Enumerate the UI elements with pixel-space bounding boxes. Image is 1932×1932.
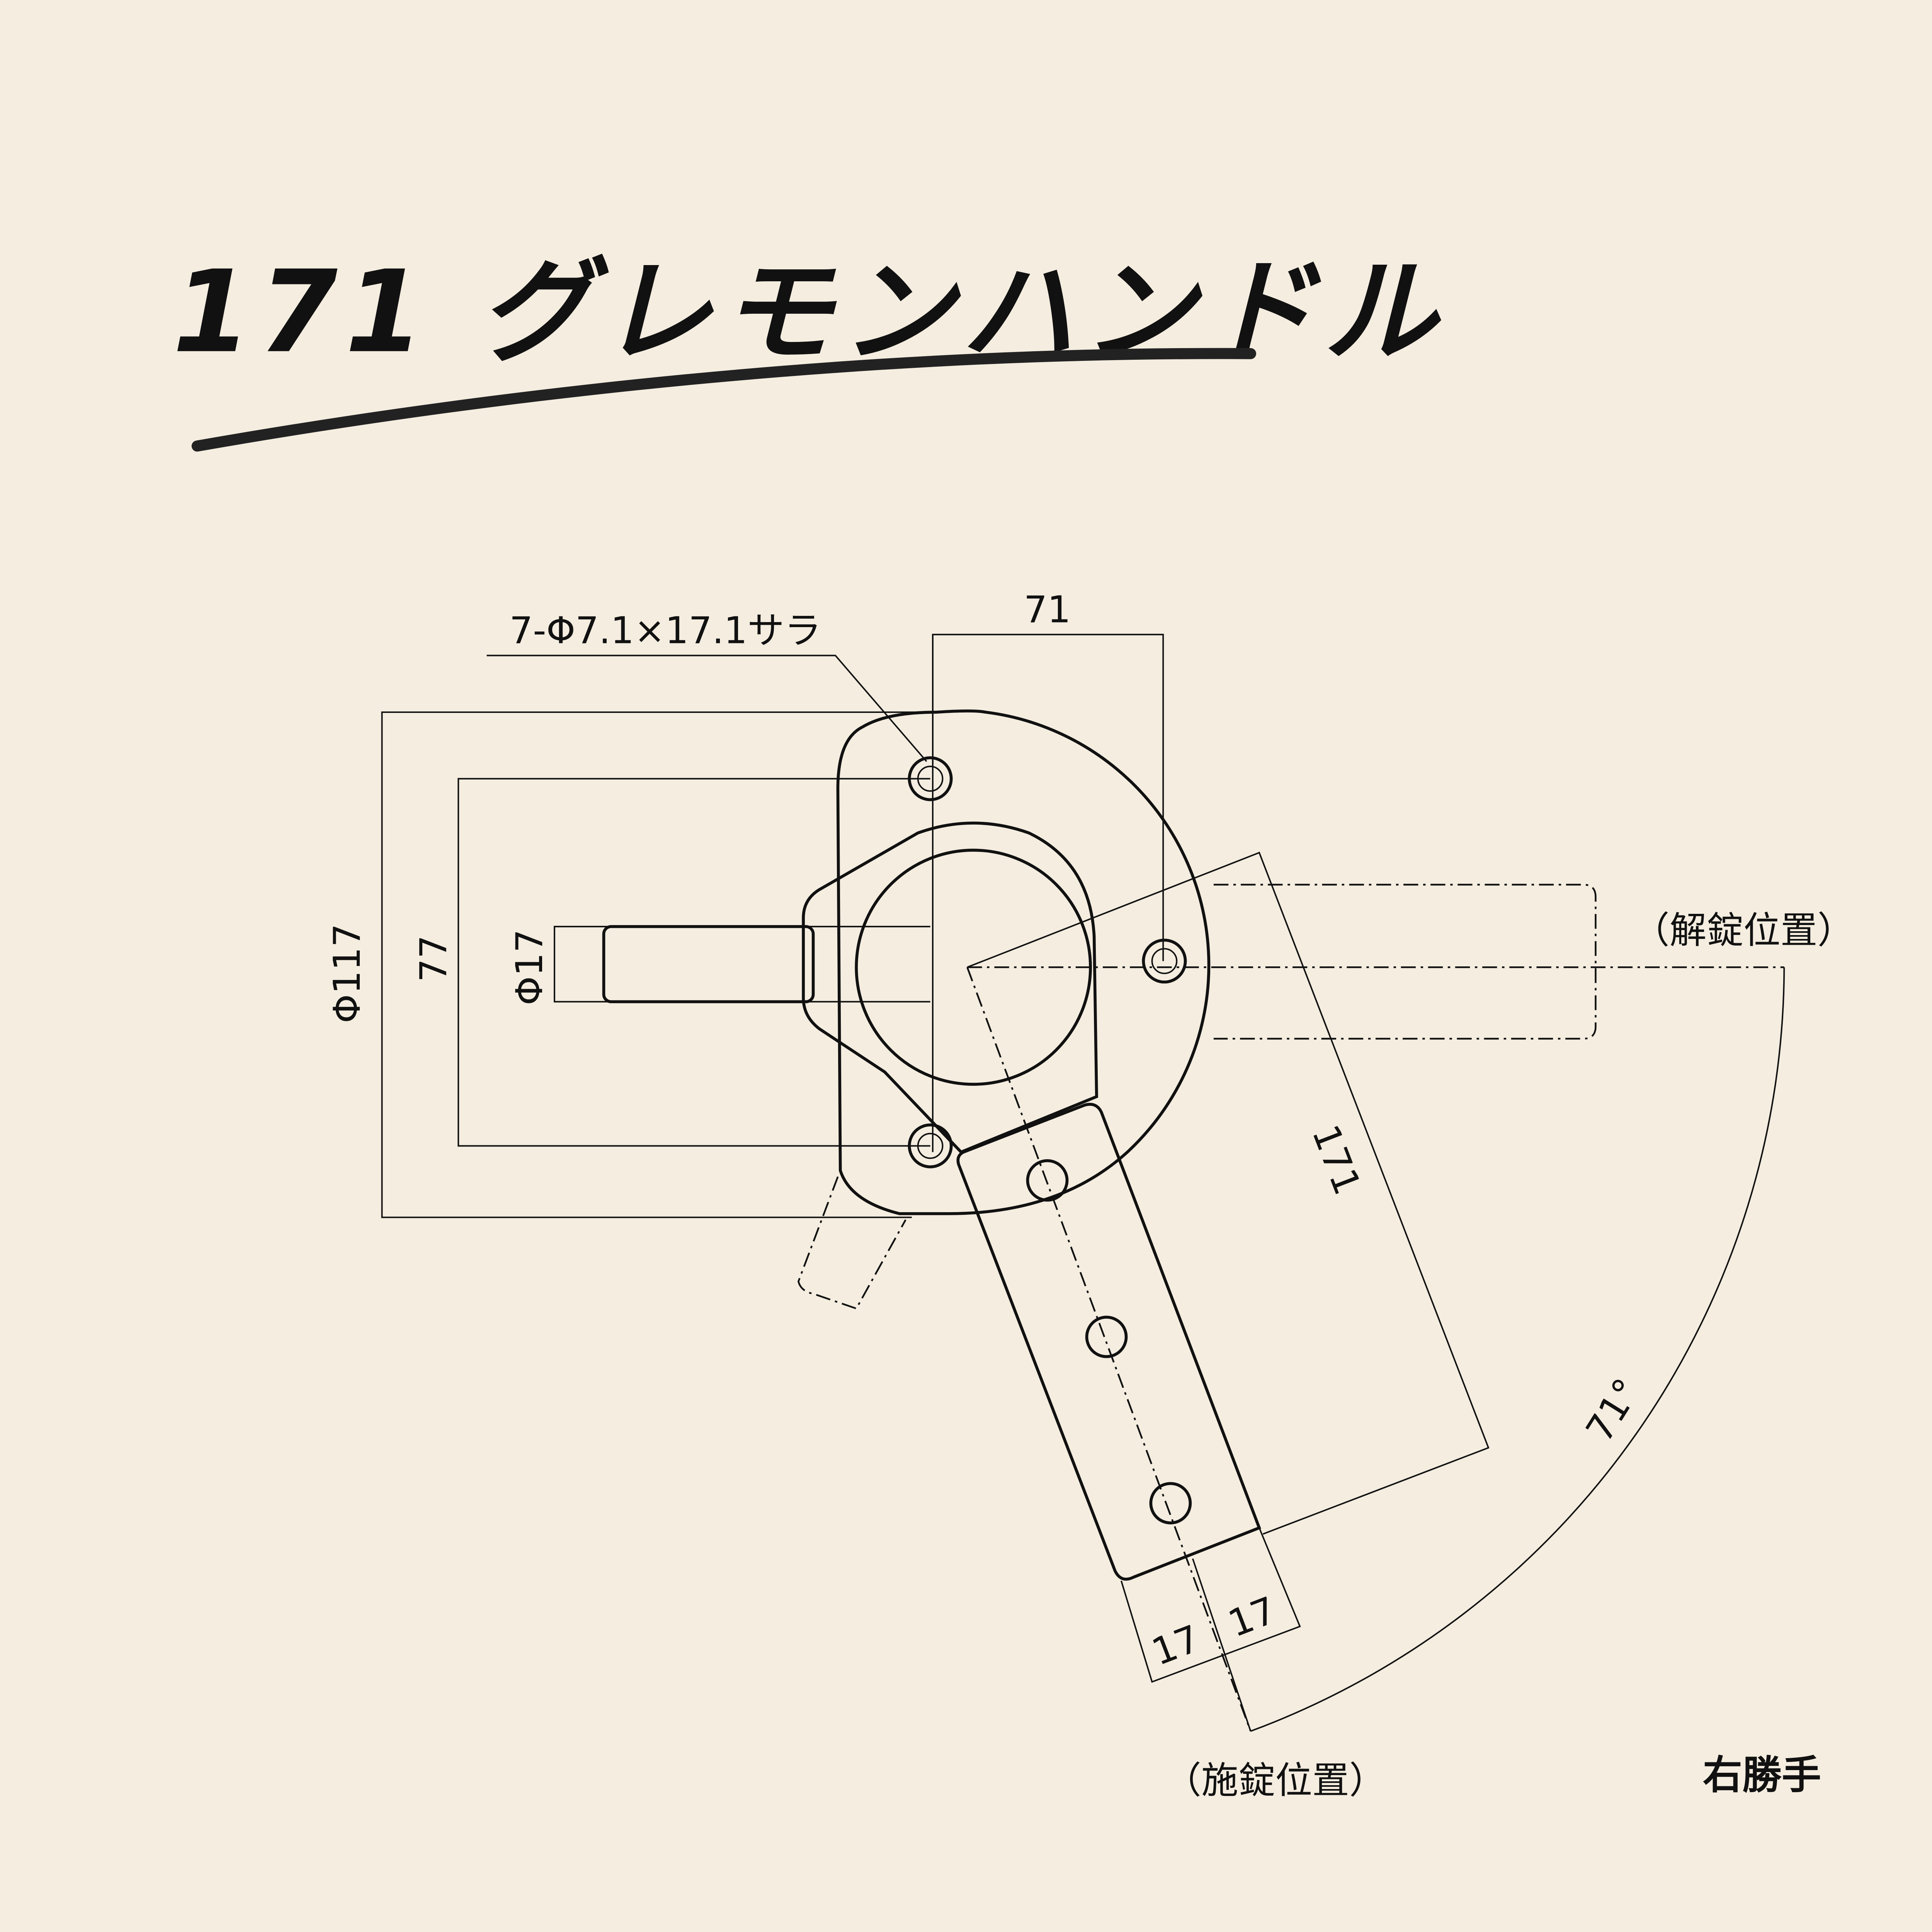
unlocked-position-outline — [1213, 884, 1597, 1040]
screw-holes — [908, 756, 1187, 1168]
title: 171 グレモンハンドル — [172, 247, 1444, 378]
hub — [802, 821, 1098, 1154]
hand-label: 右勝手 — [1703, 1752, 1821, 1798]
title-underline — [191, 348, 1256, 452]
locked-label: （施錠位置） — [1164, 1759, 1386, 1802]
handle-lever — [956, 1103, 1261, 1581]
dim-71-label: 71 — [1024, 588, 1071, 631]
dim-117-label: Φ117 — [325, 923, 369, 1023]
shaft-stub — [602, 925, 815, 1003]
dim-17-shaft-label: Φ17 — [508, 929, 551, 1005]
dimension-lines — [381, 634, 1785, 1732]
centerline-locked — [966, 967, 1252, 1732]
dim-77-label: 77 — [412, 935, 455, 982]
ghost-outline — [797, 1176, 906, 1310]
handle-holes — [1026, 1159, 1192, 1525]
base-plate — [836, 709, 1211, 1215]
unlocked-label: （解錠位置） — [1633, 908, 1854, 952]
holes-label: 7-Φ7.1×17.1サラ — [509, 609, 821, 652]
